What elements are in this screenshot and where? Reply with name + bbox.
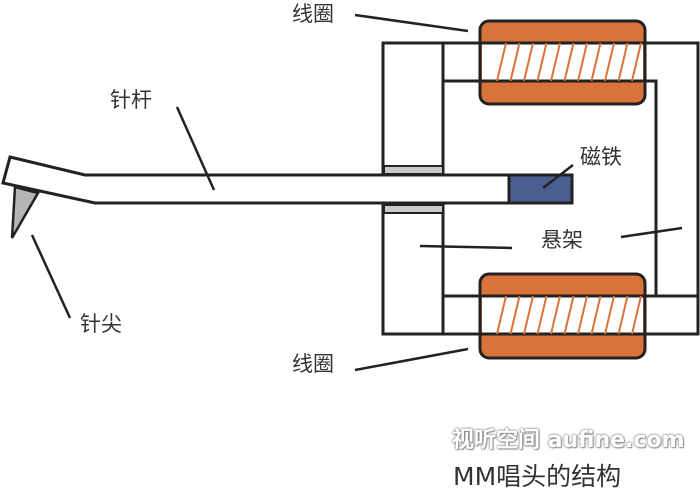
coil-bottom (443, 272, 698, 360)
coil-winding (523, 42, 534, 82)
coil-winding (617, 295, 629, 335)
leader-magnet (542, 164, 574, 189)
coil-winding (523, 295, 534, 335)
coil-winding (631, 295, 642, 335)
label-coil-top: 线圈 (292, 2, 334, 26)
coil-gap (482, 43, 643, 81)
leader-suspension-right (620, 226, 683, 239)
watermark: 视听空间 aufine.com (452, 428, 685, 453)
label-coil-bottom: 线圈 (292, 352, 334, 376)
diagram-caption: MM唱头的结构 (453, 462, 622, 491)
label-suspension: 悬架 (541, 228, 583, 252)
coil-winding (536, 295, 548, 335)
coil-winding (577, 42, 588, 82)
label-stylus-tip: 针尖 (80, 312, 122, 336)
label-magnet: 磁铁 (580, 145, 622, 169)
magnet (507, 173, 574, 205)
coil-winding (536, 42, 548, 82)
leader-cantilever (175, 106, 216, 191)
coil-winding (631, 42, 642, 82)
coil-winding (509, 42, 521, 82)
suspension-spacer-top (383, 165, 444, 175)
coil-top (443, 19, 698, 106)
leader-suspension-left (419, 244, 513, 250)
coil-winding (550, 295, 561, 335)
suspension-spacer-bottom (383, 204, 444, 214)
coil-winding (577, 295, 588, 335)
leader-coil-bottom (354, 347, 469, 372)
coil-winding (604, 295, 615, 335)
coil-winding (550, 42, 561, 82)
coil-winding (563, 295, 575, 335)
coil-winding (590, 42, 602, 82)
coil-gap (482, 296, 643, 334)
coil-winding (496, 42, 507, 82)
coil-winding (563, 42, 575, 82)
label-cantilever: 针杆 (110, 88, 152, 112)
leader-stylus (30, 234, 72, 319)
coil-winding (590, 295, 602, 335)
coil-winding (509, 295, 521, 335)
coil-winding (496, 295, 507, 335)
leader-coil-top (354, 13, 469, 33)
coil-winding (604, 42, 615, 82)
coil-winding (617, 42, 629, 82)
stylus-tip (10, 185, 40, 239)
